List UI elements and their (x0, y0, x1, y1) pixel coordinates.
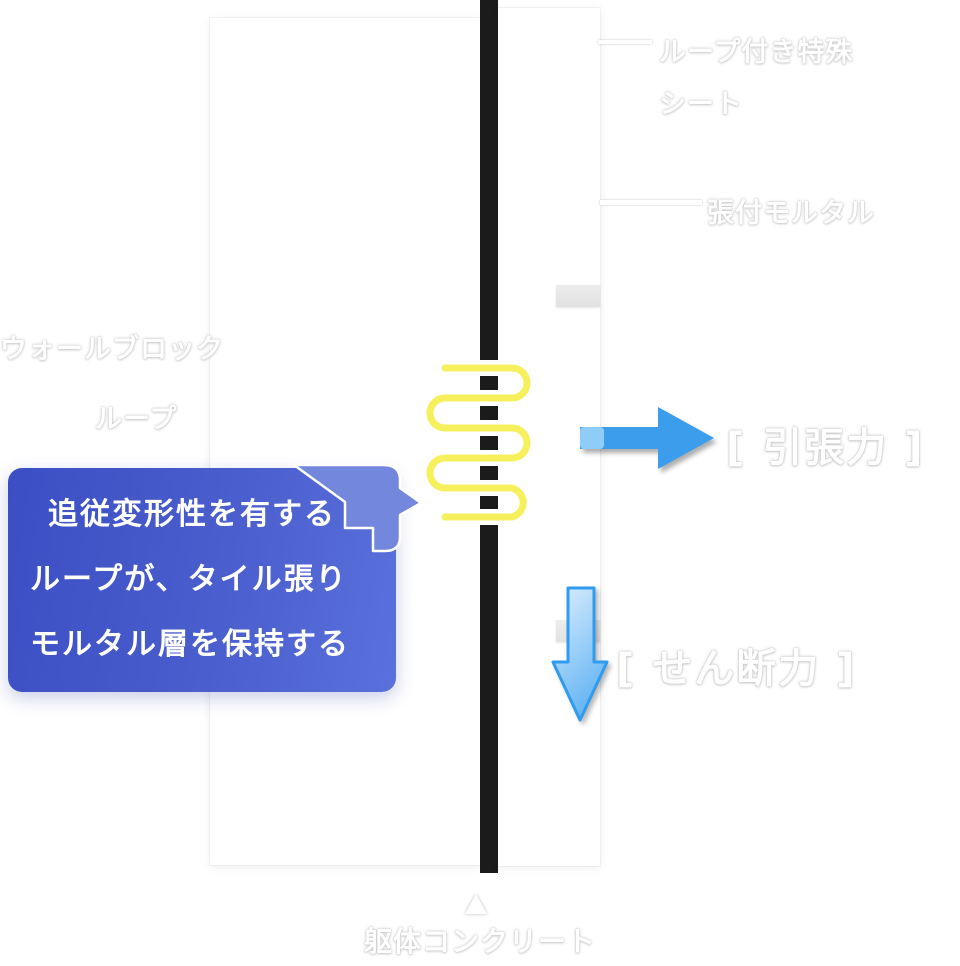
callout-line3: モルタル層を保持する (30, 627, 350, 662)
label-wall-block: ウォールブロック (0, 334, 224, 365)
tension-force-label: [ 引張力 ] (726, 425, 925, 471)
callout-line2: ループが、タイル張り (30, 562, 348, 597)
pointer-triangle-icon (465, 894, 487, 914)
label-loop-sheet: ループ付き特殊 シート (659, 27, 853, 131)
callout-line1: 追従変形性を有する (48, 497, 336, 532)
label-loop-sheet-line1: ループ付き特殊 (659, 37, 854, 68)
loop-coil-icon (426, 360, 531, 525)
leader-line-mortar (600, 200, 702, 205)
shear-force-label: [ せん断力 ] (616, 646, 857, 692)
shear-arrow-icon (551, 586, 609, 722)
callout-bubble: 追従変形性を有する ループが、タイル張り モルタル層を保持する (8, 468, 396, 692)
label-foundation: 躯体コンクリート (364, 925, 597, 958)
loop-sheet-layer (480, 0, 498, 873)
label-loop: ループ (95, 404, 178, 435)
label-loop-sheet-line2: シート (659, 89, 743, 120)
tile-joint (556, 285, 600, 307)
wall-block-layer (210, 18, 480, 865)
callout-tail-icon (292, 463, 423, 553)
label-mortar: 張付モルタル (707, 198, 875, 229)
leader-line-sheet (598, 40, 652, 44)
tension-arrow-icon (580, 407, 714, 469)
